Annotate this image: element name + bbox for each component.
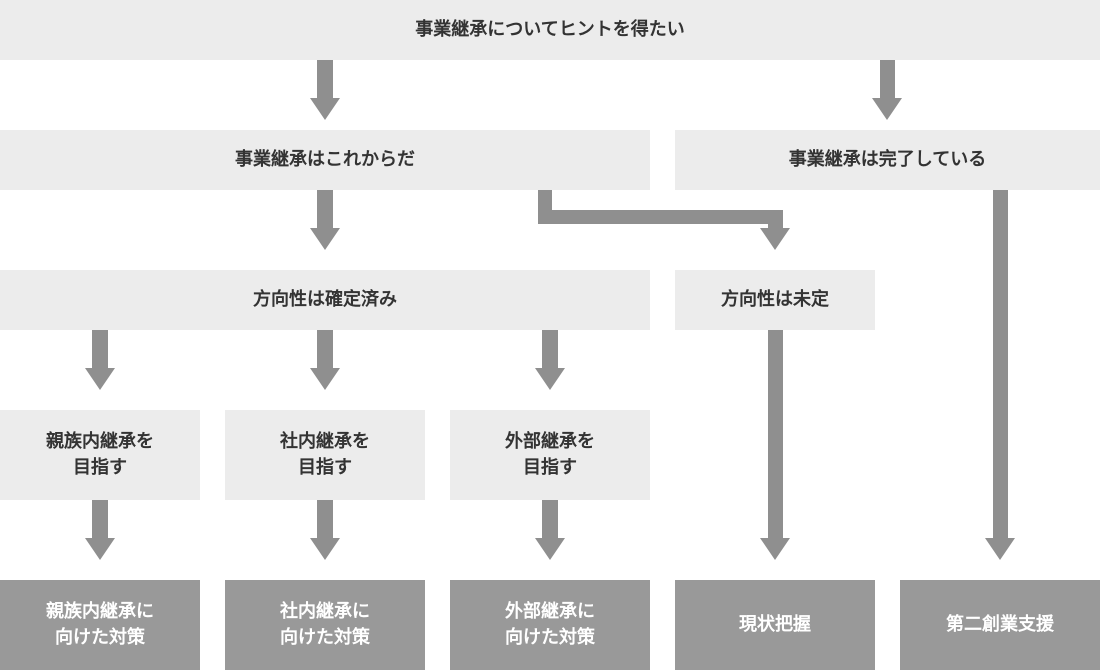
node-completed: 事業継承は完了している: [675, 130, 1100, 190]
node-direction-decided-label: 方向性は確定済み: [253, 289, 397, 310]
result-second-founding: 第二創業支援: [900, 580, 1100, 670]
node-top-label: 事業継承についてヒントを得たい: [415, 19, 685, 40]
arrow-family-to-result: [85, 500, 115, 560]
result-internal: 社内継承に 向けた対策: [225, 580, 425, 670]
arrow-decided-to-external: [535, 330, 565, 390]
arrow-top-to-completed: [872, 60, 902, 120]
node-top: 事業継承についてヒントを得たい: [0, 0, 1100, 60]
node-internal-succession-label: 社内継承を 目指す: [280, 431, 370, 478]
result-family: 親族内継承に 向けた対策: [0, 580, 200, 670]
arrow-undecided-to-current: [760, 330, 790, 560]
node-external-succession-label: 外部継承を 目指す: [505, 431, 595, 478]
arrow-decided-to-family: [85, 330, 115, 390]
result-second-founding-label: 第二創業支援: [946, 614, 1054, 635]
node-direction-decided: 方向性は確定済み: [0, 270, 650, 330]
result-external: 外部継承に 向けた対策: [450, 580, 650, 670]
node-not-started-label: 事業継承はこれからだ: [235, 149, 415, 170]
result-current-assessment-label: 現状把握: [739, 614, 811, 635]
node-external-succession: 外部継承を 目指す: [450, 410, 650, 500]
result-external-label: 外部継承に 向けた対策: [505, 601, 595, 648]
arrow-internal-to-result: [310, 500, 340, 560]
node-direction-undecided-label: 方向性は未定: [721, 289, 829, 310]
node-not-started: 事業継承はこれからだ: [0, 130, 650, 190]
arrow-decided-to-internal: [310, 330, 340, 390]
result-current-assessment: 現状把握: [675, 580, 875, 670]
arrow-top-to-not-started: [310, 60, 340, 120]
node-family-succession-label: 親族内継承を 目指す: [46, 431, 154, 478]
result-internal-label: 社内継承に 向けた対策: [280, 601, 370, 648]
arrow-not-started-to-undecided: [538, 190, 790, 250]
node-family-succession: 親族内継承を 目指す: [0, 410, 200, 500]
result-family-label: 親族内継承に 向けた対策: [46, 601, 154, 648]
node-internal-succession: 社内継承を 目指す: [225, 410, 425, 500]
arrow-external-to-result: [535, 500, 565, 560]
arrow-not-started-to-decided: [310, 190, 340, 250]
node-direction-undecided: 方向性は未定: [675, 270, 875, 330]
arrow-completed-to-second: [985, 190, 1015, 560]
node-completed-label: 事業継承は完了している: [788, 149, 987, 170]
